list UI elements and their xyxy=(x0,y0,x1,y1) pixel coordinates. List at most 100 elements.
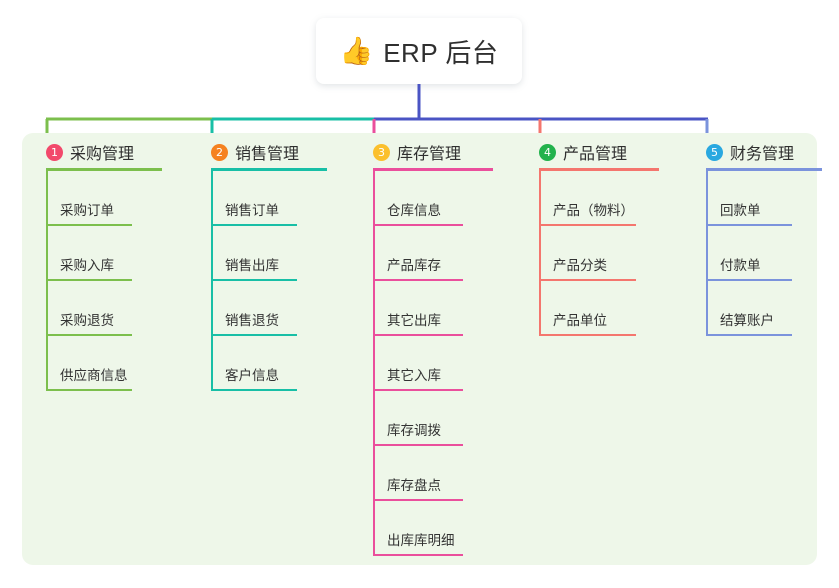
leaf-item-underline xyxy=(46,279,132,281)
leaf-item-label: 库存调拨 xyxy=(387,423,441,438)
leaf-item[interactable]: 库存盘点 xyxy=(357,446,522,501)
column-header-underline xyxy=(211,168,327,171)
leaf-item-label: 采购退货 xyxy=(60,313,114,328)
leaf-item-label: 产品（物料） xyxy=(553,203,634,218)
column-number-badge: 5 xyxy=(706,143,723,161)
leaf-item[interactable]: 供应商信息 xyxy=(30,336,190,391)
leaf-item-label: 产品分类 xyxy=(553,258,607,273)
leaf-item[interactable]: 付款单 xyxy=(690,226,839,281)
leaf-item[interactable]: 采购订单 xyxy=(30,171,190,226)
leaf-item-underline xyxy=(539,334,636,336)
column-spine xyxy=(46,171,48,391)
leaf-item-label: 客户信息 xyxy=(225,368,279,383)
mindmap-panel: 1 采购管理采购订单采购入库采购退货供应商信息 2 销售管理销售订单销售出库销售退货客… xyxy=(22,133,822,565)
leaf-item-label: 产品单位 xyxy=(553,313,607,328)
leaf-item[interactable]: 出库库明细 xyxy=(357,501,522,556)
leaf-item-underline xyxy=(46,389,132,391)
column-header-4[interactable]: 4 产品管理 xyxy=(523,133,688,171)
leaf-item-label: 其它入库 xyxy=(387,368,441,383)
column-items-5: 回款单付款单结算账户 xyxy=(690,171,839,336)
leaf-item-label: 销售订单 xyxy=(225,203,279,218)
leaf-item[interactable]: 产品（物料） xyxy=(523,171,688,226)
leaf-item-underline xyxy=(373,499,463,501)
leaf-item[interactable]: 客户信息 xyxy=(195,336,355,391)
column-spine xyxy=(539,171,541,336)
leaf-item-label: 回款单 xyxy=(720,203,761,218)
leaf-item[interactable]: 销售出库 xyxy=(195,226,355,281)
column-items-4: 产品（物料） 产品分类产品单位 xyxy=(523,171,688,336)
column-title: 采购管理 xyxy=(70,146,135,163)
column-header-underline xyxy=(373,168,493,171)
leaf-item-underline xyxy=(211,279,297,281)
column-items-3: 仓库信息产品库存其它出库其它入库库存调拨库存盘点出库库明细 xyxy=(357,171,522,556)
leaf-item-underline xyxy=(211,334,297,336)
leaf-item[interactable]: 回款单 xyxy=(690,171,839,226)
column-3: 3 库存管理仓库信息产品库存其它出库其它入库库存调拨库存盘点出库库明细 xyxy=(357,133,522,556)
leaf-item-underline xyxy=(706,279,792,281)
column-5: 5 财务管理回款单付款单结算账户 xyxy=(690,133,839,336)
leaf-item-underline xyxy=(46,224,132,226)
leaf-item-underline xyxy=(539,279,636,281)
leaf-item-label: 销售出库 xyxy=(225,258,279,273)
leaf-item-underline xyxy=(706,224,792,226)
column-spine xyxy=(373,171,375,556)
column-title: 产品管理 xyxy=(563,146,628,163)
column-number-badge: 1 xyxy=(46,143,63,161)
leaf-item-label: 其它出库 xyxy=(387,313,441,328)
leaf-item-label: 供应商信息 xyxy=(60,368,128,383)
column-items-2: 销售订单销售出库销售退货客户信息 xyxy=(195,171,355,391)
leaf-item[interactable]: 库存调拨 xyxy=(357,391,522,446)
leaf-item-label: 结算账户 xyxy=(720,313,774,328)
column-title: 财务管理 xyxy=(730,146,795,163)
leaf-item[interactable]: 产品分类 xyxy=(523,226,688,281)
leaf-item[interactable]: 销售订单 xyxy=(195,171,355,226)
leaf-item[interactable]: 结算账户 xyxy=(690,281,839,336)
column-title: 销售管理 xyxy=(235,146,300,163)
leaf-item-label: 销售退货 xyxy=(225,313,279,328)
leaf-item-label: 产品库存 xyxy=(387,258,441,273)
column-title: 库存管理 xyxy=(397,146,462,163)
root-node-title: ERP 后台 xyxy=(383,37,499,68)
column-spine xyxy=(706,171,708,336)
column-number-badge: 4 xyxy=(539,143,556,161)
leaf-item-underline xyxy=(211,224,297,226)
root-node-card[interactable]: 👍 ERP 后台 xyxy=(316,18,522,84)
column-items-1: 采购订单采购入库采购退货供应商信息 xyxy=(30,171,190,391)
leaf-item[interactable]: 产品单位 xyxy=(523,281,688,336)
leaf-item-underline xyxy=(46,334,132,336)
column-header-underline xyxy=(46,168,162,171)
column-spine xyxy=(211,171,213,391)
leaf-item[interactable]: 采购退货 xyxy=(30,281,190,336)
leaf-item[interactable]: 采购入库 xyxy=(30,226,190,281)
leaf-item-label: 付款单 xyxy=(720,258,761,273)
column-header-1[interactable]: 1 采购管理 xyxy=(30,133,190,171)
leaf-item[interactable]: 产品库存 xyxy=(357,226,522,281)
column-header-3[interactable]: 3 库存管理 xyxy=(357,133,522,171)
column-4: 4 产品管理产品（物料） 产品分类产品单位 xyxy=(523,133,688,336)
column-header-5[interactable]: 5 财务管理 xyxy=(690,133,839,171)
column-number-badge: 3 xyxy=(373,143,390,161)
leaf-item-underline xyxy=(373,334,463,336)
column-number-badge: 2 xyxy=(211,143,228,161)
thumbs-up-icon: 👍 xyxy=(339,35,374,66)
leaf-item-underline xyxy=(373,554,463,556)
leaf-item-label: 采购入库 xyxy=(60,258,114,273)
leaf-item-underline xyxy=(539,224,636,226)
leaf-item-underline xyxy=(373,279,463,281)
column-header-underline xyxy=(539,168,659,171)
leaf-item[interactable]: 销售退货 xyxy=(195,281,355,336)
leaf-item-label: 采购订单 xyxy=(60,203,114,218)
column-header-2[interactable]: 2 销售管理 xyxy=(195,133,355,171)
column-header-underline xyxy=(706,168,822,171)
leaf-item[interactable]: 其它出库 xyxy=(357,281,522,336)
leaf-item[interactable]: 其它入库 xyxy=(357,336,522,391)
column-1: 1 采购管理采购订单采购入库采购退货供应商信息 xyxy=(30,133,190,391)
leaf-item-underline xyxy=(373,444,463,446)
column-2: 2 销售管理销售订单销售出库销售退货客户信息 xyxy=(195,133,355,391)
leaf-item-underline xyxy=(211,389,297,391)
leaf-item[interactable]: 仓库信息 xyxy=(357,171,522,226)
leaf-item-underline xyxy=(373,224,463,226)
leaf-item-underline xyxy=(706,334,792,336)
leaf-item-label: 库存盘点 xyxy=(387,478,441,493)
leaf-item-label: 仓库信息 xyxy=(387,203,441,218)
